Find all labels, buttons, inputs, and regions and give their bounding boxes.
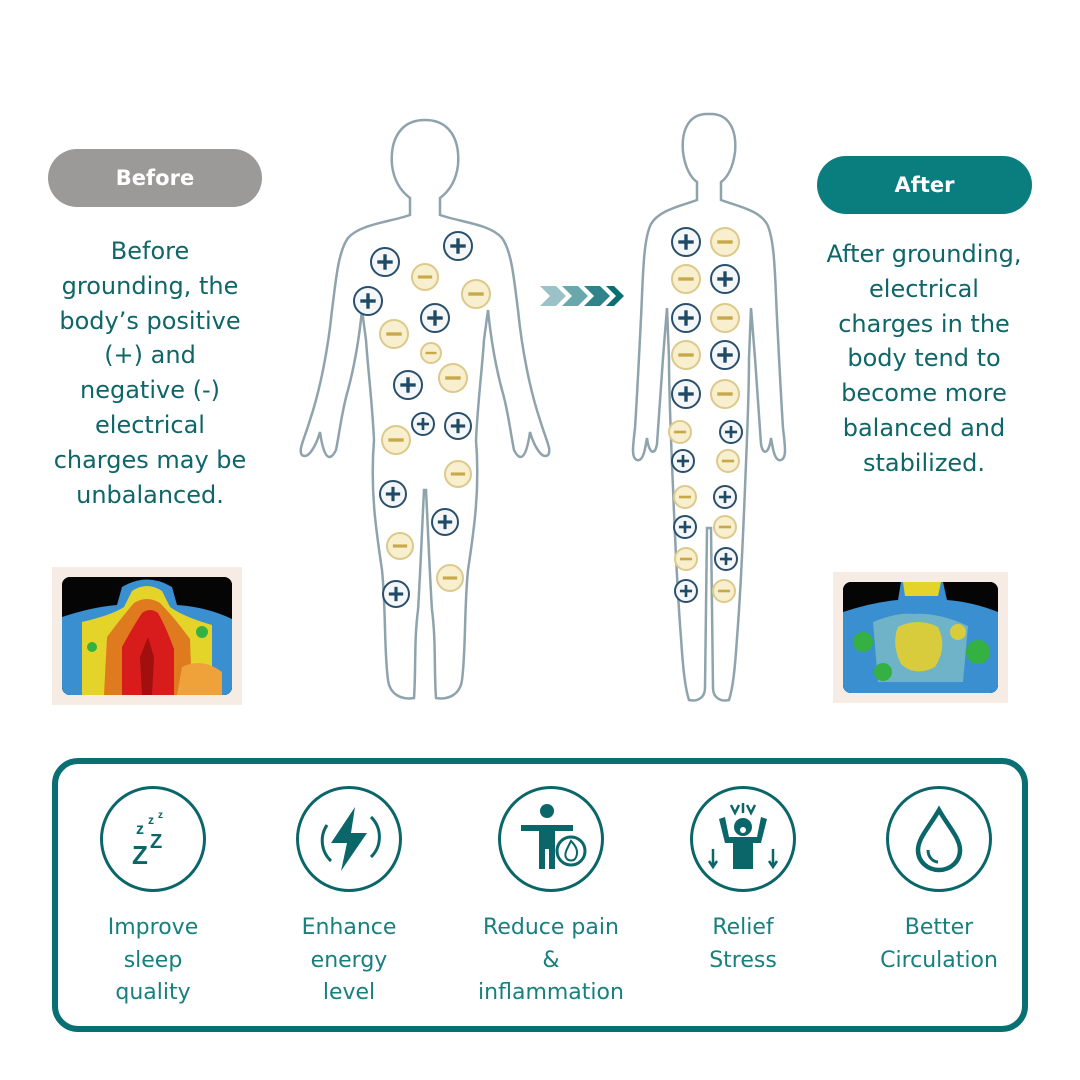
positive-charge-icon (420, 303, 450, 333)
positive-charge-icon (714, 547, 738, 571)
svg-text:z: z (148, 813, 154, 827)
negative-charge-icon (713, 515, 737, 539)
negative-charge-icon (712, 579, 736, 603)
before-badge-label: Before (115, 166, 195, 190)
svg-text:z: z (136, 821, 144, 838)
benefit-circulation: Better Circulation (844, 786, 1034, 977)
negative-charge-icon (673, 485, 697, 509)
svg-text:z: z (158, 810, 163, 821)
after-body-figure (625, 108, 795, 708)
benefit-energy: Enhance energy level (254, 786, 444, 1010)
negative-charge-icon (671, 264, 701, 294)
positive-charge-icon (671, 449, 695, 473)
benefit-label: Better Circulation (880, 915, 998, 973)
positive-charge-icon (370, 247, 400, 277)
before-description: Before grounding, the body’s positive (+… (53, 237, 247, 509)
negative-charge-icon (716, 449, 740, 473)
sleep-icon: Z Z z z z (100, 786, 206, 892)
negative-charge-icon (381, 425, 411, 455)
negative-charge-icon (386, 532, 414, 560)
positive-charge-icon (444, 412, 472, 440)
after-badge-label: After (894, 173, 955, 197)
benefit-stress: Relief Stress (648, 786, 838, 977)
negative-charge-icon (461, 279, 491, 309)
positive-charge-icon (719, 420, 743, 444)
positive-charge-icon (393, 370, 423, 400)
positive-charge-icon (431, 508, 459, 536)
before-body-figure (290, 110, 560, 710)
negative-charge-icon (436, 564, 464, 592)
negative-charge-icon (379, 319, 409, 349)
benefit-label: Improve sleep quality (107, 915, 199, 1005)
positive-charge-icon (713, 485, 737, 509)
positive-charge-icon (710, 264, 740, 294)
positive-charge-icon (673, 515, 697, 539)
positive-charge-icon (674, 579, 698, 603)
positive-charge-icon (443, 231, 473, 261)
before-badge: Before (48, 149, 262, 207)
pain-relief-icon (498, 786, 604, 892)
transition-arrows (538, 282, 628, 310)
after-description: After grounding, electrical charges in t… (826, 240, 1022, 477)
benefit-pain: Reduce pain & inflammation (456, 786, 646, 1010)
svg-text:Z: Z (150, 831, 162, 853)
positive-charge-icon (353, 286, 383, 316)
benefit-label: Relief Stress (709, 915, 777, 973)
negative-charge-icon (710, 379, 740, 409)
negative-charge-icon (671, 340, 701, 370)
benefit-sleep: Z Z z z z Improve sleep quality (58, 786, 248, 1010)
stress-icon (690, 786, 796, 892)
positive-charge-icon (710, 340, 740, 370)
negative-charge-icon (420, 342, 442, 364)
positive-charge-icon (671, 379, 701, 409)
negative-charge-icon (710, 303, 740, 333)
negative-charge-icon (710, 227, 740, 257)
positive-charge-icon (671, 303, 701, 333)
positive-charge-icon (411, 412, 435, 436)
benefits-panel: Z Z z z z Improve sleep quality Enhance … (52, 758, 1028, 1032)
benefit-label: Reduce pain & inflammation (478, 915, 624, 1005)
negative-charge-icon (668, 420, 692, 444)
positive-charge-icon (379, 480, 407, 508)
positive-charge-icon (671, 227, 701, 257)
negative-charge-icon (411, 263, 439, 291)
after-thermal-image (833, 572, 1008, 703)
negative-charge-icon (438, 363, 468, 393)
lightning-icon (296, 786, 402, 892)
before-thermal-image (52, 567, 242, 705)
benefit-label: Enhance energy level (301, 915, 397, 1005)
negative-charge-icon (674, 547, 698, 571)
svg-text:Z: Z (132, 840, 148, 870)
after-badge: After (817, 156, 1032, 214)
negative-charge-icon (444, 460, 472, 488)
water-drop-icon (886, 786, 992, 892)
positive-charge-icon (382, 580, 410, 608)
